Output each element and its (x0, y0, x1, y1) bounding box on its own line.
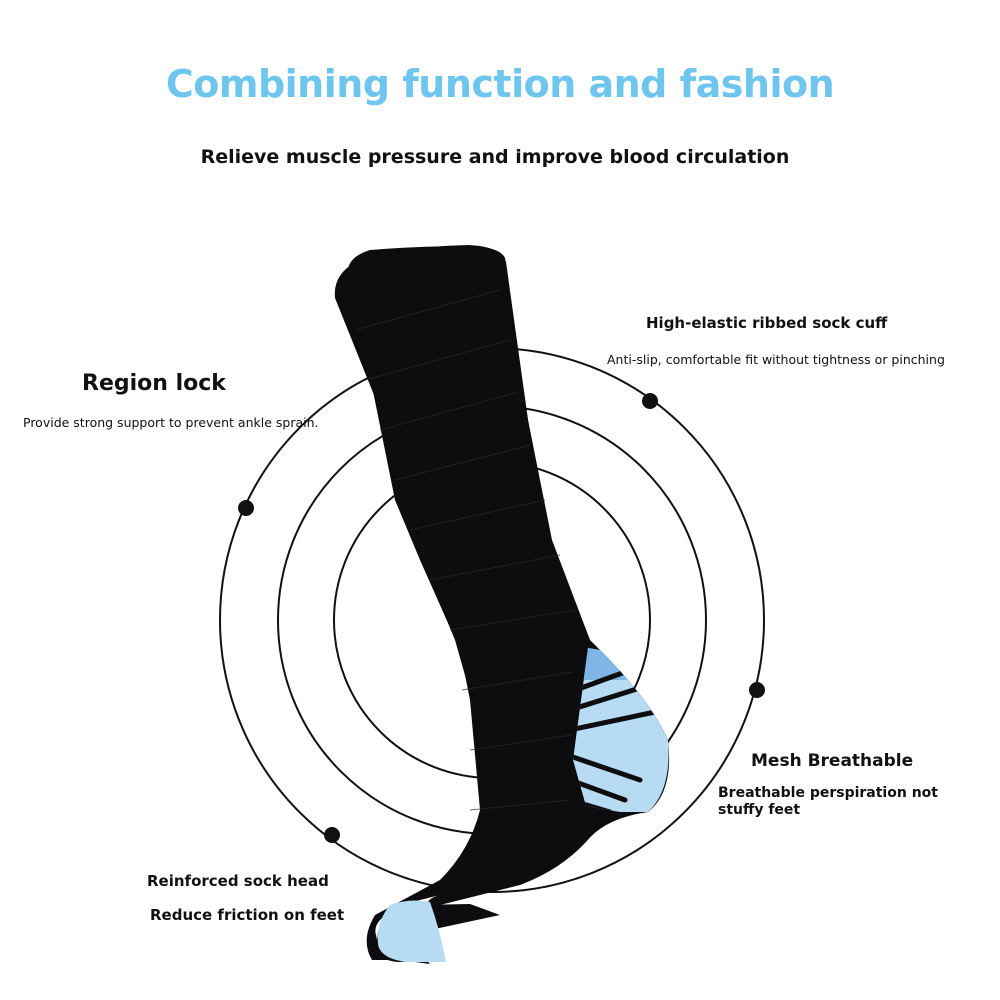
feature-title-region-lock: Region lock (82, 371, 226, 396)
feature-title-cuff: High-elastic ribbed sock cuff (646, 314, 888, 332)
dot-sock-head (324, 827, 340, 843)
feature-title-sock-head: Reinforced sock head (147, 872, 329, 890)
feature-desc-sock-head: Reduce friction on feet (150, 906, 345, 924)
feature-desc-region-lock: Provide strong support to prevent ankle … (23, 415, 319, 430)
dot-region-lock (238, 500, 254, 516)
sock-image (334, 245, 670, 964)
dot-cuff (642, 393, 658, 409)
feature-desc-cuff: Anti-slip, comfortable fit without tight… (607, 352, 945, 367)
feature-desc-mesh: Breathable perspiration not stuffy feet (718, 785, 938, 818)
page-subtitle: Relieve muscle pressure and improve bloo… (200, 146, 790, 168)
sock-toe (377, 900, 446, 962)
feature-title-mesh: Mesh Breathable (751, 751, 914, 771)
dot-mesh (749, 682, 765, 698)
callout-dots (238, 393, 765, 843)
page-title: Combining function and fashion (165, 62, 835, 106)
sock-texture (354, 289, 576, 811)
